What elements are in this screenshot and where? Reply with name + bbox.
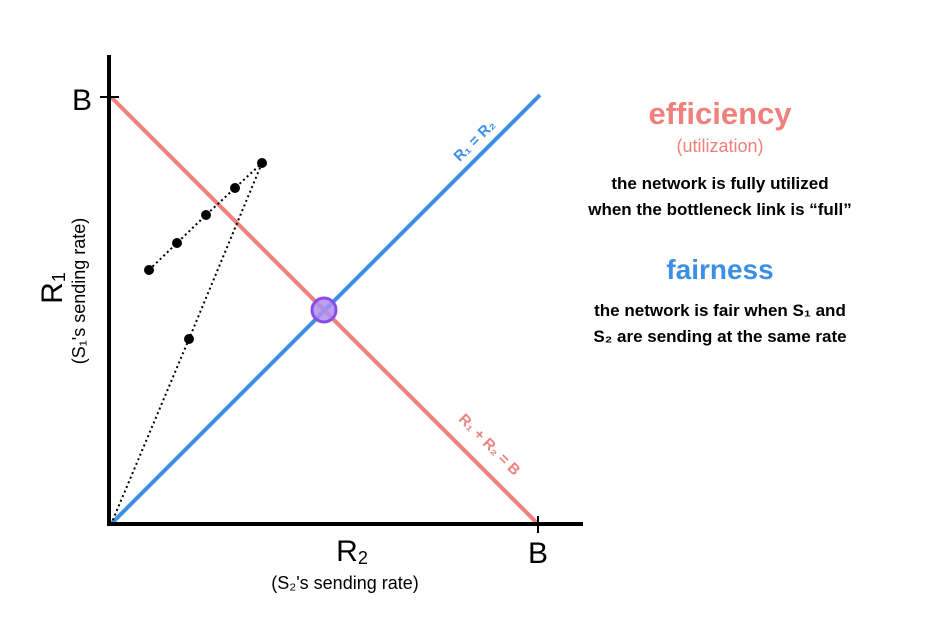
y-axis-caption: (S₁'s sending rate): [69, 218, 89, 365]
trajectory-point: [172, 238, 182, 248]
efficiency-description: the network is fully utilized when the b…: [520, 171, 920, 223]
fairness-title: fairness: [666, 254, 774, 285]
x-axis-caption: (S₂'s sending rate): [271, 573, 419, 593]
y-tick-label: B: [72, 84, 92, 117]
fairness-description-line: the network is fair when S₁ and: [594, 301, 846, 320]
x-tick-label: B: [528, 537, 548, 570]
trajectory-dotted-path: [148, 162, 263, 271]
y-axis-label: R1: [36, 272, 69, 304]
x-axis-label: R2: [336, 535, 368, 568]
trajectory-point: [230, 183, 240, 193]
fairness-description: the network is fair when S₁ and S₂ are s…: [520, 298, 920, 350]
trajectory-point: [201, 210, 211, 220]
efficiency-line-label: R₁ + R₂ = B: [455, 411, 523, 479]
efficiency-title: efficiency: [648, 96, 792, 131]
trajectory-point: [144, 265, 154, 275]
efficiency-description-line: when the bottleneck link is “full”: [588, 200, 852, 219]
trajectory-point: [184, 334, 194, 344]
efficiency-description-line: the network is fully utilized: [611, 174, 829, 193]
trajectory-point: [257, 158, 267, 168]
fairness-description-line: S₂ are sending at the same rate: [593, 327, 847, 346]
efficiency-subtitle: (utilization): [676, 136, 764, 156]
optimal-point-marker: [310, 296, 338, 324]
